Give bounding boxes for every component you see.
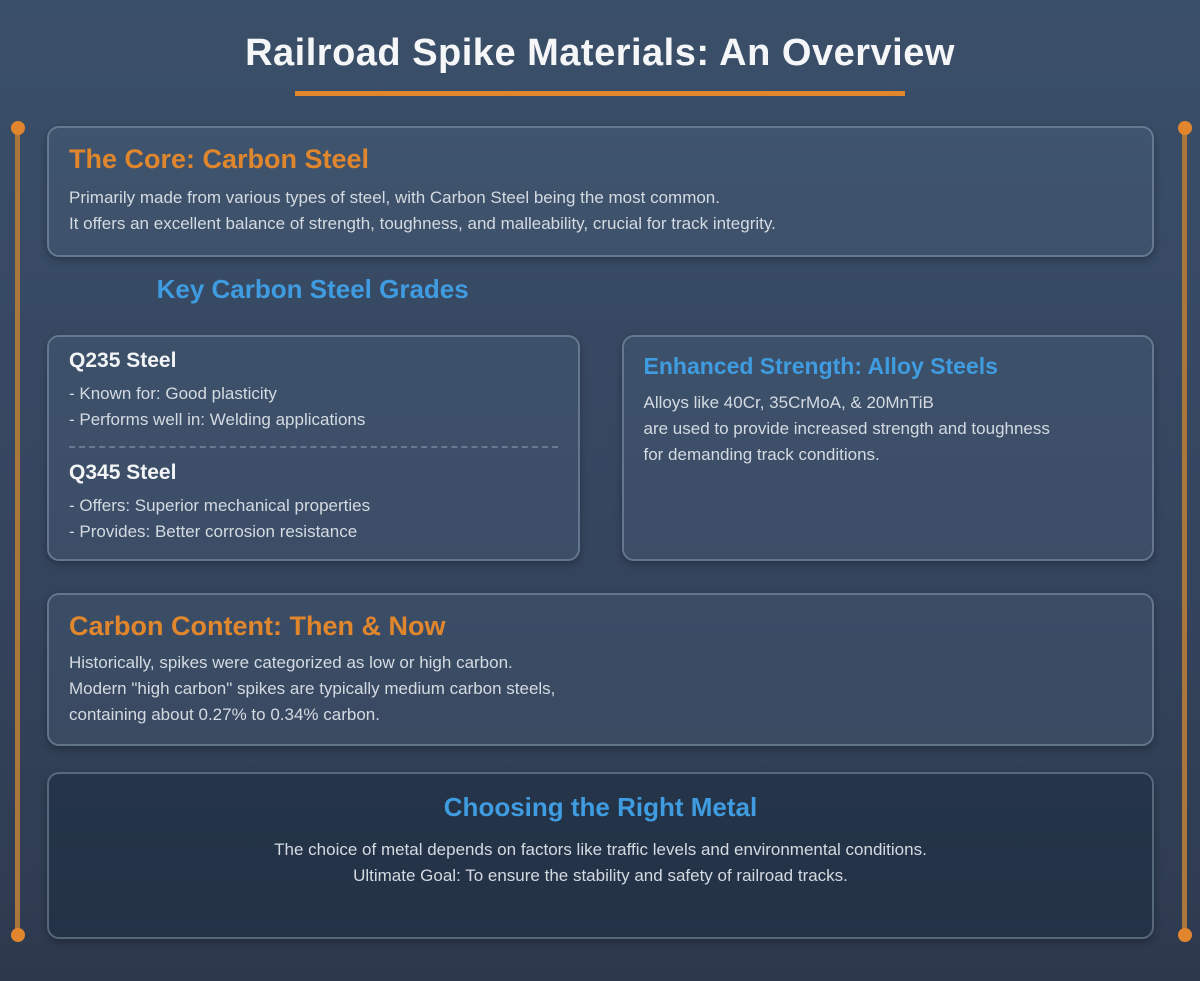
rail-dot-icon: [1177, 121, 1192, 135]
key-grades-heading: Key Carbon Steel Grades: [156, 274, 469, 304]
alloy-card-line1: Alloys like 40Cr, 35CrMoA, & 20MnTiB: [643, 393, 934, 412]
q235-point: - Performs well in: Welding applications: [69, 410, 366, 429]
choosing-card-heading: Choosing the Right Metal: [443, 792, 758, 822]
carbon-card-line1: Historically, spikes were categorized as…: [69, 653, 513, 672]
steel-grades-card: Q235 Steel - Known for: Good plasticity …: [47, 335, 580, 561]
page-header: Railroad Spike Materials: An Overview: [0, 0, 1200, 96]
q235-heading: Q235 Steel: [69, 349, 177, 372]
q235-point: - Known for: Good plasticity: [69, 384, 277, 403]
choosing-metal-card: Choosing the Right Metal The choice of m…: [47, 772, 1154, 939]
carbon-card-heading: Carbon Content: Then & Now: [69, 611, 446, 641]
carbon-card-line2: Modern "high carbon" spikes are typicall…: [69, 679, 556, 698]
left-rail: [10, 121, 25, 942]
q345-heading: Q345 Steel: [69, 461, 177, 484]
right-rail: [1177, 121, 1192, 942]
alloy-steels-card: Enhanced Strength: Alloy Steels Alloys l…: [621, 335, 1154, 561]
rail-dot-icon: [10, 121, 25, 135]
dashed-divider: [69, 446, 558, 448]
carbon-card-line3: containing about 0.27% to 0.34% carbon.: [69, 705, 380, 724]
alloy-card-line2: are used to provide increased strength a…: [643, 419, 1050, 438]
q345-point: - Provides: Better corrosion resistance: [69, 522, 358, 541]
choosing-card-line1: The choice of metal depends on factors l…: [274, 840, 927, 859]
rail-dot-icon: [10, 928, 25, 942]
q345-point: - Offers: Superior mechanical properties: [69, 496, 371, 515]
choosing-card-line2: Ultimate Goal: To ensure the stability a…: [353, 866, 848, 885]
main-content: The Core: Carbon Steel Primarily made fr…: [47, 126, 1154, 939]
core-card-line2: It offers an excellent balance of streng…: [69, 214, 776, 233]
core-carbon-steel-card: The Core: Carbon Steel Primarily made fr…: [47, 126, 1154, 257]
title-underline: [295, 91, 905, 96]
core-card-heading: The Core: Carbon Steel: [69, 144, 370, 174]
core-card-line1: Primarily made from various types of ste…: [69, 188, 720, 207]
rail-dot-icon: [1177, 928, 1192, 942]
page-title: Railroad Spike Materials: An Overview: [245, 32, 955, 74]
alloy-card-line3: for demanding track conditions.: [643, 445, 880, 464]
grades-row: Q235 Steel - Known for: Good plasticity …: [47, 335, 1154, 561]
carbon-content-card: Carbon Content: Then & Now Historically,…: [47, 593, 1154, 746]
alloy-card-heading: Enhanced Strength: Alloy Steels: [643, 353, 998, 379]
